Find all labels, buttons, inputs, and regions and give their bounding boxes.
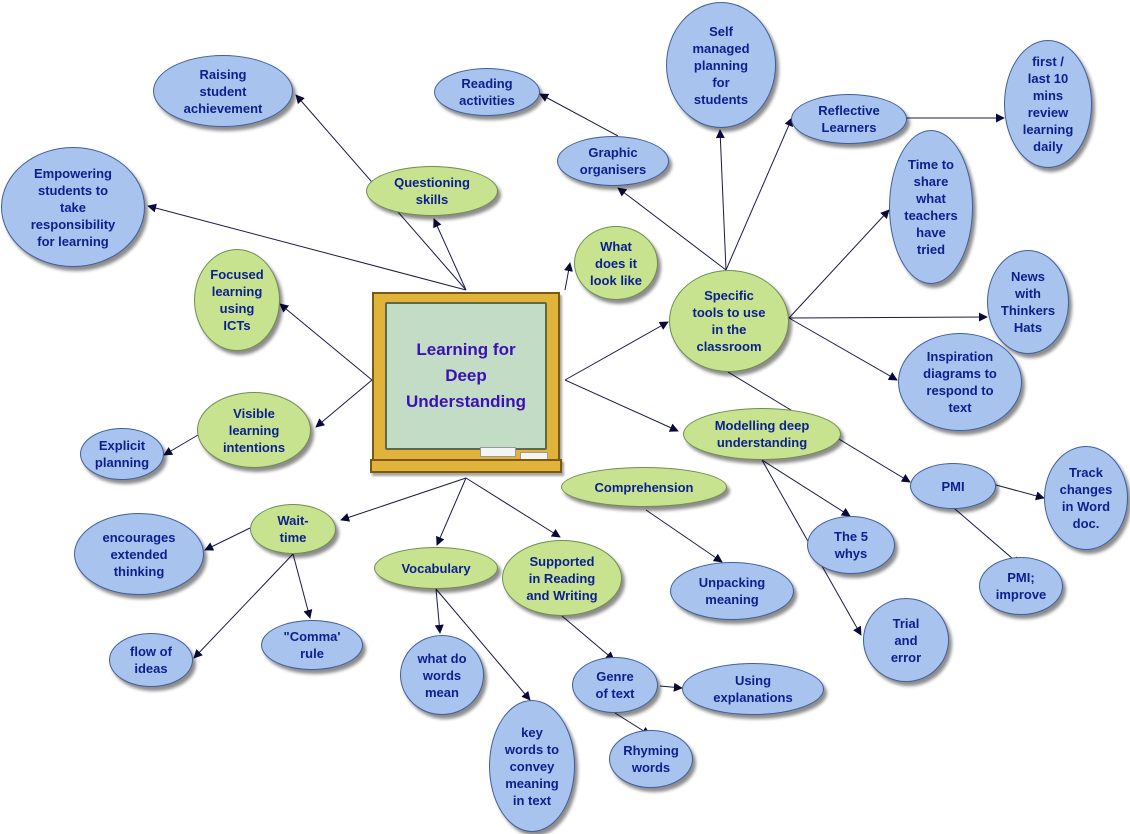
connector-arrow: [788, 312, 988, 322]
node-specific-tools[interactable]: Specific tools to use in the classroom: [669, 270, 789, 372]
node-first-last-review[interactable]: first / last 10 mins review learning dai…: [1004, 40, 1092, 168]
chalk-piece: [480, 447, 516, 457]
node-what-do-words-mean[interactable]: what do words mean: [400, 635, 484, 715]
node-modelling-deep-understanding[interactable]: Modelling deep understanding: [683, 408, 841, 460]
connector-arrow: [340, 477, 467, 522]
connector-arrow: [761, 459, 851, 517]
connector-arrow: [193, 553, 294, 659]
connector-arrow: [725, 117, 793, 271]
connector-arrow: [564, 262, 573, 291]
node-time-to-share[interactable]: Time to share what teachers have tried: [889, 130, 973, 284]
connector-arrow: [645, 509, 723, 563]
connector-arrow: [465, 477, 561, 538]
connector-arrow: [147, 203, 467, 291]
connector-arrow: [715, 129, 727, 271]
node-trial-and-error[interactable]: Trial and error: [863, 598, 949, 682]
node-vocabulary[interactable]: Vocabulary: [374, 547, 498, 589]
connector-arrow: [788, 209, 890, 319]
node-rhyming-words[interactable]: Rhyming words: [609, 730, 693, 788]
chalkboard-ledge: [370, 459, 562, 473]
node-visible-learning-intentions[interactable]: Visible learning intentions: [197, 392, 311, 468]
node-supported-reading-writing[interactable]: Supported in Reading and Writing: [502, 540, 622, 616]
node-comprehension[interactable]: Comprehension: [561, 467, 727, 507]
central-topic[interactable]: Learning for Deep Understanding: [385, 302, 547, 450]
connector-arrow: [564, 379, 679, 432]
node-track-changes[interactable]: Track changes in Word doc.: [1044, 446, 1128, 550]
node-reflective-learners[interactable]: Reflective Learners: [791, 94, 907, 144]
node-five-whys[interactable]: The 5 whys: [807, 516, 895, 574]
connector-arrow: [995, 484, 1045, 501]
node-genre-of-text[interactable]: Genre of text: [572, 657, 658, 713]
connector-arrow: [434, 588, 444, 634]
connector-arrow: [292, 553, 313, 619]
connector-arrow: [433, 218, 467, 291]
node-self-managed-planning[interactable]: Self managed planning for students: [666, 2, 776, 128]
connector-arrow: [617, 187, 727, 271]
node-encourages-extended-thinking[interactable]: encourages extended thinking: [74, 513, 204, 595]
node-flow-of-ideas[interactable]: flow of ideas: [109, 633, 193, 687]
connector-arrow: [279, 303, 373, 381]
node-wait-time[interactable]: Wait- time: [250, 504, 336, 554]
node-inspiration-diagrams[interactable]: Inspiration diagrams to respond to text: [898, 333, 1022, 431]
node-pmi[interactable]: PMI: [910, 463, 996, 509]
node-key-words[interactable]: key words to convey meaning in text: [489, 700, 575, 832]
connector-arrow: [539, 93, 619, 137]
node-what-does-it-look-like[interactable]: What does it look like: [574, 226, 658, 300]
connector-arrow: [954, 508, 1021, 566]
node-graphic-organisers[interactable]: Graphic organisers: [557, 136, 669, 186]
node-empowering-students[interactable]: Empowering students to take responsibili…: [1, 147, 145, 267]
node-unpacking-meaning[interactable]: Unpacking meaning: [670, 562, 794, 620]
connector-arrow: [435, 588, 531, 701]
node-raising-student-achievement[interactable]: Raising student achievement: [153, 55, 293, 127]
connector-arrow: [315, 379, 373, 428]
connector-arrow: [659, 682, 683, 692]
connector-arrow: [163, 434, 199, 456]
node-pmi-improve[interactable]: PMI; improve: [979, 557, 1063, 615]
connector-arrow: [788, 317, 898, 381]
connector-arrow: [204, 527, 251, 551]
connector-arrow: [561, 615, 615, 661]
connector-arrow: [436, 477, 467, 546]
node-focused-learning-icts[interactable]: Focused learning using ICTs: [194, 249, 280, 351]
node-explicit-planning[interactable]: Explicit planning: [80, 428, 164, 480]
connector-arrow: [564, 321, 669, 381]
node-comma-rule[interactable]: "Comma' rule: [261, 620, 363, 670]
node-using-explanations[interactable]: Using explanations: [682, 663, 824, 715]
node-news-thinkers-hats[interactable]: News with Thinkers Hats: [987, 250, 1069, 354]
node-questioning-skills[interactable]: Questioning skills: [366, 166, 498, 216]
node-reading-activities[interactable]: Reading activities: [434, 68, 540, 116]
